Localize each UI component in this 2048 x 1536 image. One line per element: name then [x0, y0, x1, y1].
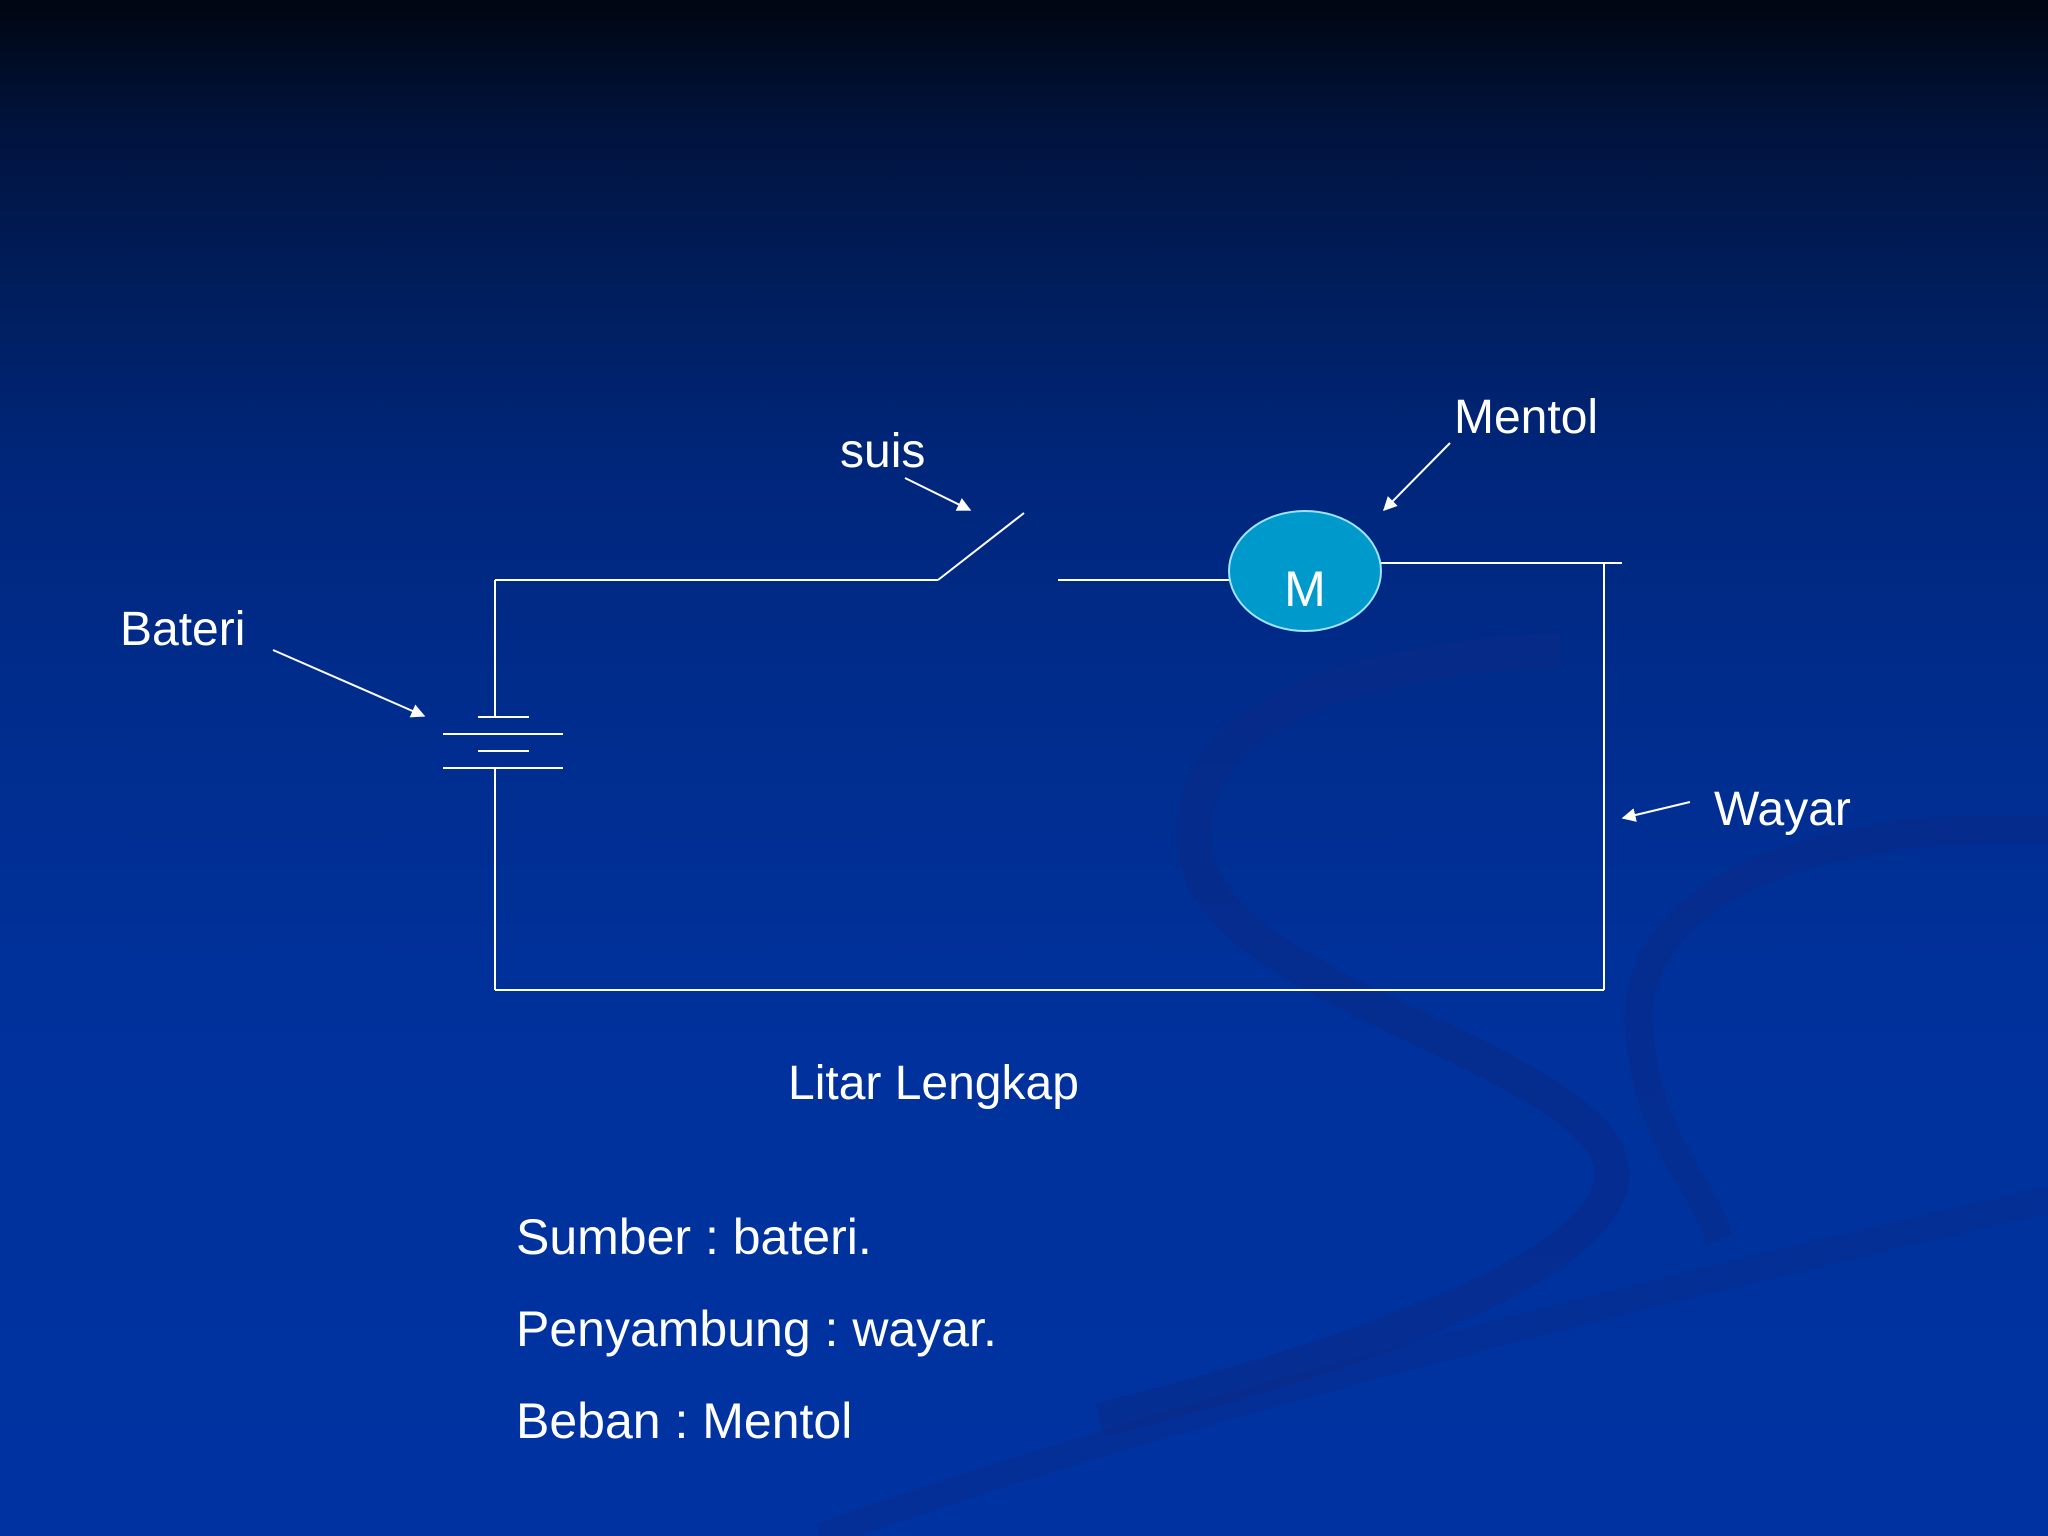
- switch-label: suis: [840, 425, 926, 478]
- arrow-bulb: [1383, 442, 1451, 511]
- diagram-title: Litar Lengkap: [788, 1057, 1079, 1110]
- switch-blade: [937, 512, 1025, 581]
- wire-label: Wayar: [1714, 783, 1851, 836]
- battery-label: Bateri: [120, 603, 246, 656]
- arrow-battery: [272, 649, 426, 718]
- arrow-switch: [904, 477, 972, 511]
- note-connector: Penyambung : wayar.: [516, 1301, 997, 1357]
- note-load: Beban : Mentol: [516, 1393, 853, 1449]
- bulb-symbol: M: [1284, 561, 1326, 617]
- bulb-circle: [1228, 510, 1382, 632]
- arrow-wire: [1621, 801, 1691, 822]
- note-source: Sumber : bateri.: [516, 1209, 872, 1265]
- bulb-label: Mentol: [1454, 391, 1599, 444]
